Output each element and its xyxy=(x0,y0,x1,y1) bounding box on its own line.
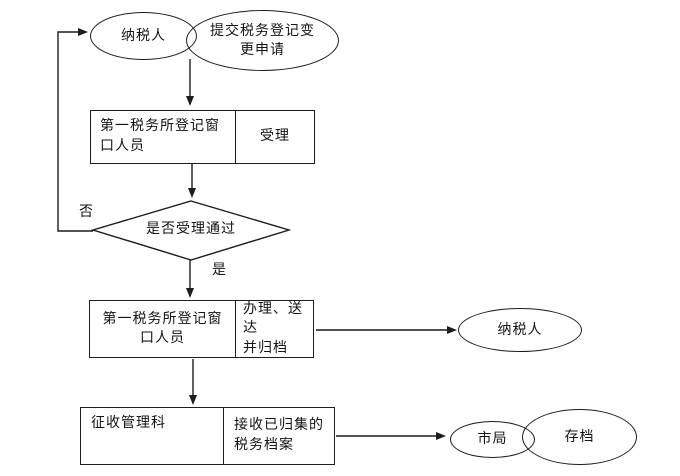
decision-diamond xyxy=(90,200,292,261)
edge-label-no: 否 xyxy=(79,205,94,220)
collection-step-action-line2: 税务档案 xyxy=(234,438,294,453)
node-taxpayer-result: 纳税人 xyxy=(458,308,582,352)
node-taxpayer-result-label: 纳税人 xyxy=(497,322,543,338)
node-collection-step: 征收管理科 接收已归集的 税务档案 xyxy=(80,407,335,465)
node-taxpayer-start: 纳税人 xyxy=(90,12,197,60)
node-accept-step: 第一税务所登记窗 口人员 受理 xyxy=(90,110,315,164)
edge-decision-no-feedback xyxy=(57,28,93,232)
handle-step-actor-cell: 第一税务所登记窗 口人员 xyxy=(90,301,236,357)
node-decision-label: 是否受理通过 xyxy=(146,222,236,237)
accept-step-action-cell: 受理 xyxy=(236,111,314,163)
collection-step-action-cell: 接收已归集的 税务档案 xyxy=(224,408,334,464)
node-submit-change-request-line1: 提交税务登记变 xyxy=(210,23,315,39)
node-archive-label: 存档 xyxy=(564,429,595,445)
handle-step-action-cell: 办理、送达 并归档 xyxy=(236,301,313,357)
accept-step-action-label: 受理 xyxy=(260,129,290,145)
handle-step-actor-line1: 第一税务所登记窗 xyxy=(102,311,223,327)
node-city-bureau: 市局 xyxy=(450,421,535,458)
node-submit-change-request-line2: 更申请 xyxy=(240,42,285,58)
edge-label-yes: 是 xyxy=(212,263,227,278)
handle-step-actor-line2: 口人员 xyxy=(140,331,185,346)
node-city-bureau-label: 市局 xyxy=(477,432,508,447)
accept-step-actor-line2: 口人员 xyxy=(100,138,145,154)
node-submit-change-request: 提交税务登记变 更申请 xyxy=(186,10,339,71)
node-archive: 存档 xyxy=(522,409,637,465)
accept-step-actor-line1: 第一税务所登记窗 xyxy=(100,119,220,134)
handle-step-action-line2: 并归档 xyxy=(243,340,288,356)
collection-step-actor-cell: 征收管理科 xyxy=(81,408,224,464)
collection-step-action-line1: 接收已归集的 xyxy=(234,417,324,433)
accept-step-actor-cell: 第一税务所登记窗 口人员 xyxy=(91,111,236,163)
handle-step-action-line1: 办理、送达 xyxy=(243,301,303,337)
collection-step-actor-label: 征收管理科 xyxy=(91,416,166,431)
node-handle-step: 第一税务所登记窗 口人员 办理、送达 并归档 xyxy=(89,300,314,358)
node-taxpayer-start-label: 纳税人 xyxy=(121,28,166,44)
